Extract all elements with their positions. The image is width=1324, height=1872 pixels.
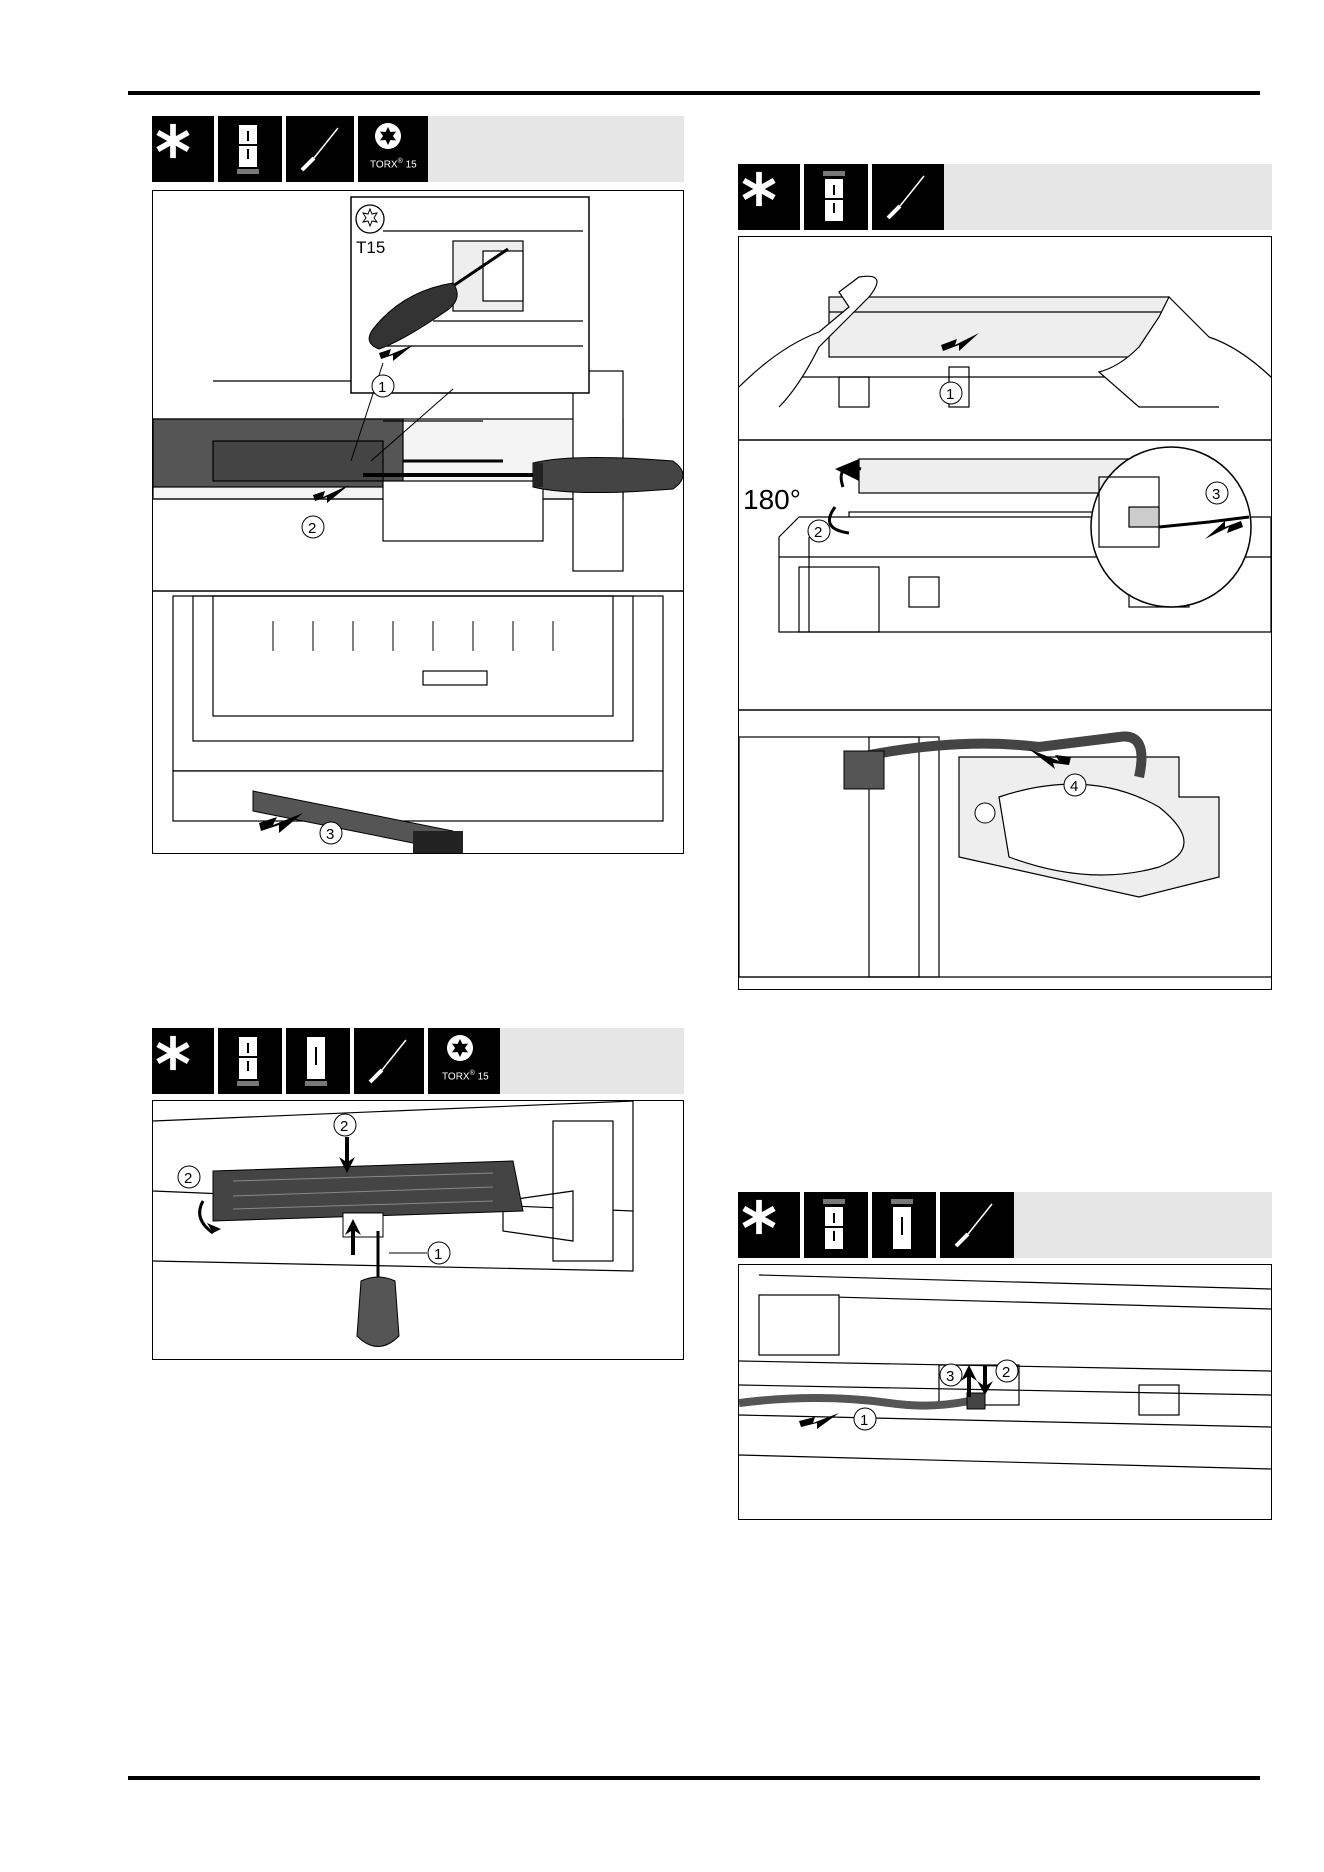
panel-1: TORX® 15 (152, 116, 684, 854)
panel-4-header (738, 1192, 1272, 1258)
screwdriver-icon (882, 170, 928, 224)
callout-2-left: 2 (184, 1170, 192, 1187)
callout-2: 2 (814, 524, 822, 541)
panel-1-header: TORX® 15 (152, 116, 684, 182)
screwdriver-icon (296, 122, 342, 176)
fridge-top-drawer-icon (823, 1199, 845, 1253)
panel-1-illustration: T15 1 2 (152, 190, 684, 854)
fridge-single-door-top-icon (891, 1199, 913, 1253)
freezer-snowflake-icon (740, 1198, 778, 1236)
rotation-angle: 180° (743, 484, 801, 515)
fridge-bottom-drawer-icon (237, 1035, 259, 1089)
cable-clip-release-illustration: 3 2 1 (739, 1265, 1271, 1519)
callout-1: 1 (946, 386, 954, 403)
fridge-single-door-icon (305, 1035, 327, 1089)
torx-bit-icon (446, 1034, 474, 1062)
panel-3: TORX® 15 2 2 (152, 1028, 684, 1360)
callout-3: 3 (326, 826, 334, 843)
callout-3: 3 (1212, 486, 1220, 503)
torx-label: TORX (370, 159, 398, 170)
callout-1: 1 (860, 1412, 868, 1429)
screwdriver-removal-illustration: T15 1 2 (153, 191, 683, 853)
torx-bit-icon (374, 122, 402, 150)
callout-2: 2 (308, 520, 316, 537)
bracket-unscrew-illustration: 2 2 1 (153, 1101, 683, 1359)
t15-label: T15 (356, 238, 385, 257)
freezer-snowflake-icon (740, 170, 778, 208)
fridge-bottom-drawer-icon (237, 123, 259, 177)
fridge-top-drawer-icon (823, 171, 845, 225)
callout-3: 3 (946, 1368, 954, 1385)
panel-2: 1 180° 2 (738, 164, 1272, 990)
callout-2: 2 (1002, 1364, 1010, 1381)
callout-1: 1 (378, 379, 386, 396)
screwdriver-icon (364, 1034, 410, 1088)
freezer-snowflake-icon (154, 1034, 192, 1072)
torx-label: TORX (442, 1071, 470, 1082)
panel-3-illustration: 2 2 1 (152, 1100, 684, 1360)
bottom-rule (128, 1776, 1260, 1780)
callout-2-top: 2 (340, 1118, 348, 1135)
panel-2-illustration: 1 180° 2 (738, 236, 1272, 990)
top-rule (128, 91, 1260, 95)
callout-1: 1 (434, 1246, 442, 1263)
screwdriver-icon (950, 1198, 996, 1252)
panel-4: 3 2 1 (738, 1192, 1272, 1520)
torx-size: 15 (406, 159, 417, 170)
callout-4: 4 (1070, 778, 1078, 795)
panel-3-header: TORX® 15 (152, 1028, 684, 1094)
torx-size: 15 (478, 1071, 489, 1082)
freezer-snowflake-icon (154, 122, 192, 160)
light-cover-rotation-illustration: 1 180° 2 (739, 237, 1271, 989)
panel-4-illustration: 3 2 1 (738, 1264, 1272, 1520)
panel-2-header (738, 164, 1272, 230)
